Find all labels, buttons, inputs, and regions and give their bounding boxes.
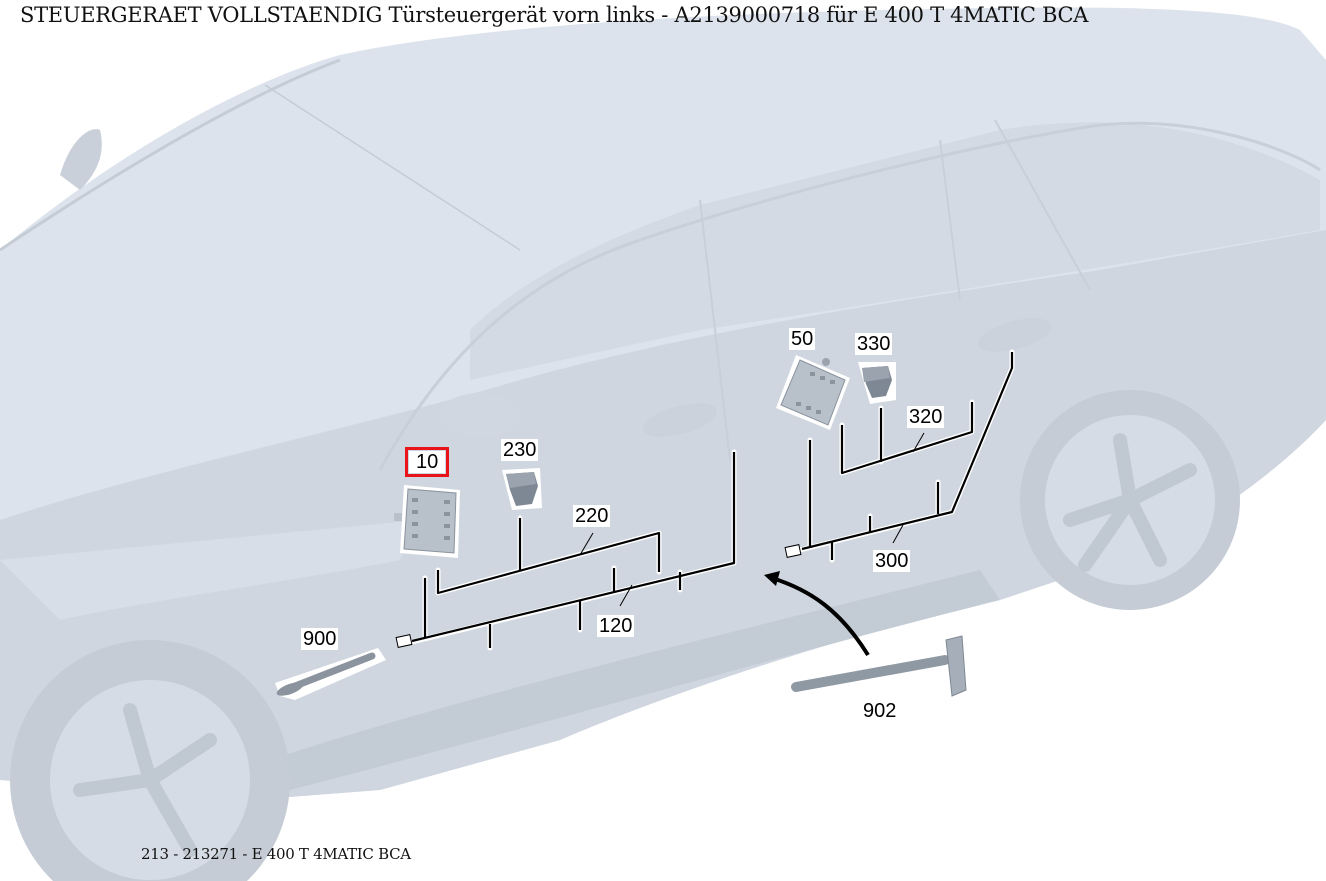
callout-330[interactable]: 330 [855, 333, 893, 355]
callout-230[interactable]: 230 [501, 439, 539, 461]
model-footer: 213 - 213271 - E 400 T 4MATIC BCA [141, 845, 411, 863]
callout-902[interactable]: 902 [861, 700, 899, 722]
wiring-harness-300[interactable] [801, 352, 1014, 560]
callout-50[interactable]: 50 [789, 328, 816, 350]
part-902-cable-grommet[interactable] [791, 635, 967, 697]
wiring-harness-120[interactable] [411, 452, 736, 648]
callout-320[interactable]: 320 [907, 406, 945, 428]
callout-900[interactable]: 900 [301, 628, 339, 650]
harness-connector-front [395, 634, 413, 648]
part-230-connector[interactable] [502, 468, 542, 510]
wiring-harness-320[interactable] [840, 402, 974, 475]
part-10-door-control-unit[interactable] [394, 485, 460, 558]
callout-10[interactable]: 10 [404, 447, 450, 477]
mounting-arrow-icon [764, 571, 870, 657]
part-900-cable-grommet[interactable] [275, 648, 386, 700]
callout-220[interactable]: 220 [573, 505, 611, 527]
callout-300[interactable]: 300 [873, 550, 911, 572]
wiring-harness-220[interactable] [436, 518, 661, 595]
harness-connector-rear [784, 544, 802, 558]
part-330-connector[interactable] [858, 362, 896, 404]
car-body [0, 7, 1326, 881]
callout-120[interactable]: 120 [597, 615, 635, 637]
part-50-control-unit[interactable] [776, 355, 850, 430]
page-title: STEUERGERAET VOLLSTAENDIG Türsteuergerät… [20, 3, 1089, 27]
